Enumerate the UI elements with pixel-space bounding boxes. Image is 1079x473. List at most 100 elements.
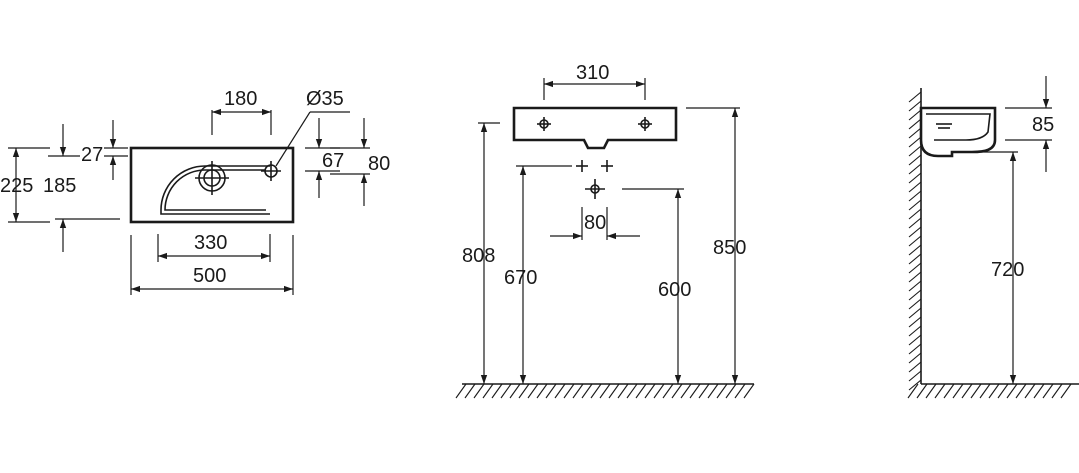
hatch-line bbox=[908, 253, 922, 265]
hatch-line bbox=[979, 383, 991, 399]
hatch-line bbox=[916, 383, 928, 399]
hatch-line bbox=[1060, 383, 1072, 399]
hatch-line bbox=[527, 383, 539, 399]
hatch-line bbox=[908, 199, 922, 211]
dim-808-label: 808 bbox=[462, 245, 495, 267]
hatch-line bbox=[491, 383, 503, 399]
hatch-line bbox=[908, 262, 922, 274]
hatch-line bbox=[626, 383, 638, 399]
floor-hatch-front bbox=[455, 383, 755, 399]
tap-hole-right bbox=[638, 117, 652, 131]
hatch-line bbox=[988, 383, 1000, 399]
hatch-line bbox=[908, 235, 922, 247]
wall-hatch bbox=[908, 91, 922, 391]
hatch-line bbox=[908, 136, 922, 148]
hatch-line bbox=[908, 181, 922, 193]
hatch-line bbox=[908, 172, 922, 184]
hatch-line bbox=[952, 383, 964, 399]
hatch-line bbox=[617, 383, 629, 399]
hatch-line bbox=[671, 383, 683, 399]
hatch-line bbox=[908, 352, 922, 364]
hatch-line bbox=[908, 91, 922, 103]
hatch-line bbox=[908, 343, 922, 355]
hatch-line bbox=[908, 244, 922, 256]
hatch-line bbox=[554, 383, 566, 399]
hatch-line bbox=[698, 383, 710, 399]
waste-outlet bbox=[585, 179, 605, 199]
hatch-line bbox=[1042, 383, 1054, 399]
dim-67-label: 67 bbox=[322, 150, 344, 172]
drain-symbol bbox=[195, 161, 229, 195]
hatch-line bbox=[908, 163, 922, 175]
hatch-line bbox=[908, 217, 922, 229]
water-supply-right bbox=[601, 160, 613, 172]
tap-hole-left bbox=[537, 117, 551, 131]
hatch-line bbox=[934, 383, 946, 399]
dim-500-label: 500 bbox=[193, 265, 226, 287]
basin-outline-top bbox=[129, 146, 295, 224]
dim-330-label: 330 bbox=[194, 232, 227, 254]
hatch-line bbox=[908, 109, 922, 121]
hatch-line bbox=[1051, 383, 1063, 399]
hatch-line bbox=[482, 383, 494, 399]
hatch-line bbox=[464, 383, 476, 399]
water-supply-left bbox=[576, 160, 588, 172]
hatch-line bbox=[608, 383, 620, 399]
hatch-line bbox=[455, 383, 467, 399]
dim-80-front-label: 80 bbox=[584, 212, 606, 234]
hatch-line bbox=[707, 383, 719, 399]
basin-outline-side bbox=[919, 106, 997, 158]
hatch-line bbox=[653, 383, 665, 399]
hatch-line bbox=[925, 383, 937, 399]
hatch-line bbox=[545, 383, 557, 399]
hatch-line bbox=[1015, 383, 1027, 399]
hatch-line bbox=[644, 383, 656, 399]
hatch-line bbox=[635, 383, 647, 399]
hatch-line bbox=[908, 100, 922, 112]
dim-600-label: 600 bbox=[658, 279, 691, 301]
hatch-line bbox=[908, 379, 922, 391]
dim-27-label: 27 bbox=[81, 144, 103, 166]
hatch-line bbox=[908, 118, 922, 130]
hatch-line bbox=[907, 383, 919, 399]
hatch-line bbox=[908, 370, 922, 382]
hatch-line bbox=[997, 383, 1009, 399]
hatch-line bbox=[509, 383, 521, 399]
hatch-line bbox=[908, 208, 922, 220]
dim-310-label: 310 bbox=[576, 62, 609, 84]
bowl-profile-side bbox=[926, 113, 991, 141]
hatch-line bbox=[908, 307, 922, 319]
hatch-line bbox=[908, 289, 922, 301]
hatch-line bbox=[599, 383, 611, 399]
dim-180-label: 180 bbox=[224, 88, 257, 110]
hatch-line bbox=[536, 383, 548, 399]
dim-850-label: 850 bbox=[713, 237, 746, 259]
dim-185-label: 185 bbox=[43, 175, 76, 197]
hatch-line bbox=[1006, 383, 1018, 399]
hatch-line bbox=[908, 298, 922, 310]
hatch-line bbox=[680, 383, 692, 399]
hatch-line bbox=[908, 145, 922, 157]
dim-225-label: 225 bbox=[0, 175, 33, 197]
hatch-line bbox=[970, 383, 982, 399]
hatch-line bbox=[500, 383, 512, 399]
hatch-line bbox=[563, 383, 575, 399]
dim-85-label: 85 bbox=[1032, 114, 1054, 136]
dim-670-label: 670 bbox=[504, 267, 537, 289]
hatch-line bbox=[908, 361, 922, 373]
hatch-line bbox=[1024, 383, 1036, 399]
basin-outline-front bbox=[512, 106, 678, 150]
hatch-line bbox=[725, 383, 737, 399]
hatch-line bbox=[743, 383, 755, 399]
hatch-line bbox=[572, 383, 584, 399]
hatch-line bbox=[943, 383, 955, 399]
hatch-line bbox=[908, 280, 922, 292]
dim-diameter-label: Ø35 bbox=[306, 88, 344, 110]
side-view: 85 720 bbox=[907, 76, 1079, 399]
hatch-line bbox=[518, 383, 530, 399]
front-view: 310 80 808 670 600 850 bbox=[455, 62, 755, 399]
dim-720-label: 720 bbox=[991, 259, 1024, 281]
hatch-line bbox=[908, 316, 922, 328]
hatch-line bbox=[581, 383, 593, 399]
hatch-line bbox=[908, 325, 922, 337]
